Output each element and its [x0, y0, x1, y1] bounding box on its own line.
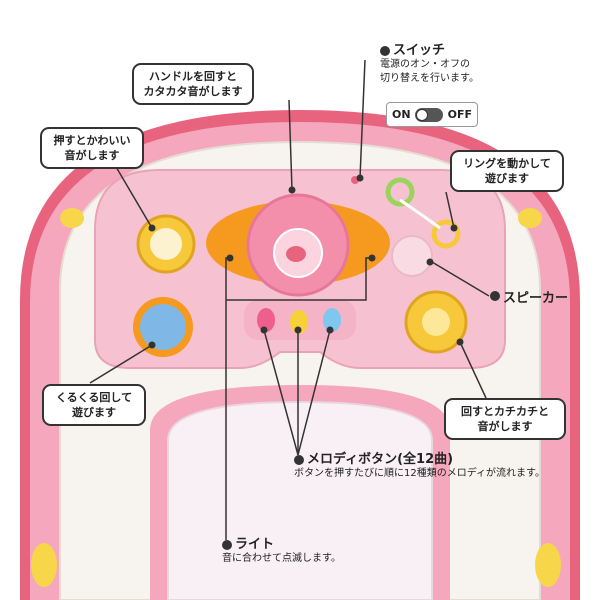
steering-heart-icon — [286, 246, 306, 262]
callout-press-line-2: 音がします — [64, 149, 120, 162]
speaker-label: スピーカー — [503, 291, 569, 306]
bullet-icon — [380, 46, 390, 56]
callout-rotate-line-2: 音がします — [477, 420, 533, 433]
callout-press: 押すとかわいい 音がします — [40, 127, 144, 169]
melody-button-yellow[interactable] — [290, 310, 308, 334]
light-title: ライト — [235, 537, 275, 552]
melody-title: メロディボタン(全12曲) — [307, 452, 454, 467]
callout-roll-line-1: くるくる回して — [55, 391, 133, 404]
switch-note: スイッチ 電源のオン・オフの 切り替えを行います。 — [380, 44, 479, 86]
roll-ball[interactable] — [140, 304, 186, 350]
switch-note-body: 電源のオン・オフの 切り替えを行います。 — [380, 58, 479, 86]
switch-track — [415, 107, 444, 122]
melody-button-blue[interactable] — [323, 308, 341, 332]
bullet-icon — [222, 540, 232, 550]
switch-title: スイッチ — [393, 43, 446, 58]
bullet-icon — [294, 455, 304, 465]
callout-rotate-line-1: 回すとカチカチと — [461, 405, 549, 418]
light-note-body: 音に合わせて点滅します。 — [222, 552, 341, 566]
callout-press-line-1: 押すとかわいい — [53, 134, 131, 147]
speaker-grille — [391, 235, 433, 277]
ring-toy-top[interactable] — [385, 177, 415, 207]
rotate-dial-center — [422, 308, 450, 336]
leader-dots — [148, 174, 464, 349]
switch-on-label: ON — [392, 108, 411, 121]
ring-toy-side[interactable] — [431, 219, 461, 249]
side-bump-right — [518, 208, 542, 228]
melody-button-pink[interactable] — [257, 308, 275, 332]
callout-handle-line-2: カタカタ音がします — [143, 85, 243, 98]
melody-note-head: メロディボタン(全12曲) — [294, 453, 545, 467]
on-off-switch-diagram: ON OFF — [386, 102, 478, 127]
wheel-right — [535, 543, 561, 587]
melody-note-body: ボタンを押すたびに順に12種類のメロディが流れます。 — [294, 467, 545, 481]
callout-ring-line-1: リングを動かして — [463, 157, 551, 170]
callout-roll: くるくる回して 遊びます — [42, 384, 146, 426]
melody-note: メロディボタン(全12曲) ボタンを押すたびに順に12種類のメロディが流れます。 — [294, 453, 545, 481]
switch-knob — [416, 108, 429, 121]
leader-lines — [89, 59, 490, 540]
callout-rotate: 回すとカチカチと 音がします — [444, 398, 566, 440]
press-button-cap — [150, 228, 182, 260]
light-note-head: ライト — [222, 538, 341, 552]
wheel-left — [31, 543, 57, 587]
side-bump-left — [60, 208, 84, 228]
switch-off-label: OFF — [447, 108, 472, 121]
ring-wire — [399, 198, 441, 230]
light-note: ライト 音に合わせて点滅します。 — [222, 538, 341, 566]
switch-note-head: スイッチ — [380, 44, 479, 58]
callout-ring-line-2: 遊びます — [485, 172, 529, 185]
callout-handle: ハンドルを回すと カタカタ音がします — [132, 63, 254, 105]
switch-desc-1: 電源のオン・オフの — [380, 59, 470, 70]
bullet-icon — [490, 291, 500, 301]
switch-desc-2: 切り替えを行います。 — [380, 73, 479, 84]
callout-roll-line-2: 遊びます — [72, 406, 116, 419]
light-desc: 音に合わせて点滅します。 — [222, 553, 341, 564]
melody-desc: ボタンを押すたびに順に12種類のメロディが流れます。 — [294, 468, 546, 479]
callout-ring: リングを動かして 遊びます — [450, 150, 564, 192]
seat-inner — [167, 400, 433, 600]
callout-handle-line-1: ハンドルを回すと — [149, 70, 237, 83]
